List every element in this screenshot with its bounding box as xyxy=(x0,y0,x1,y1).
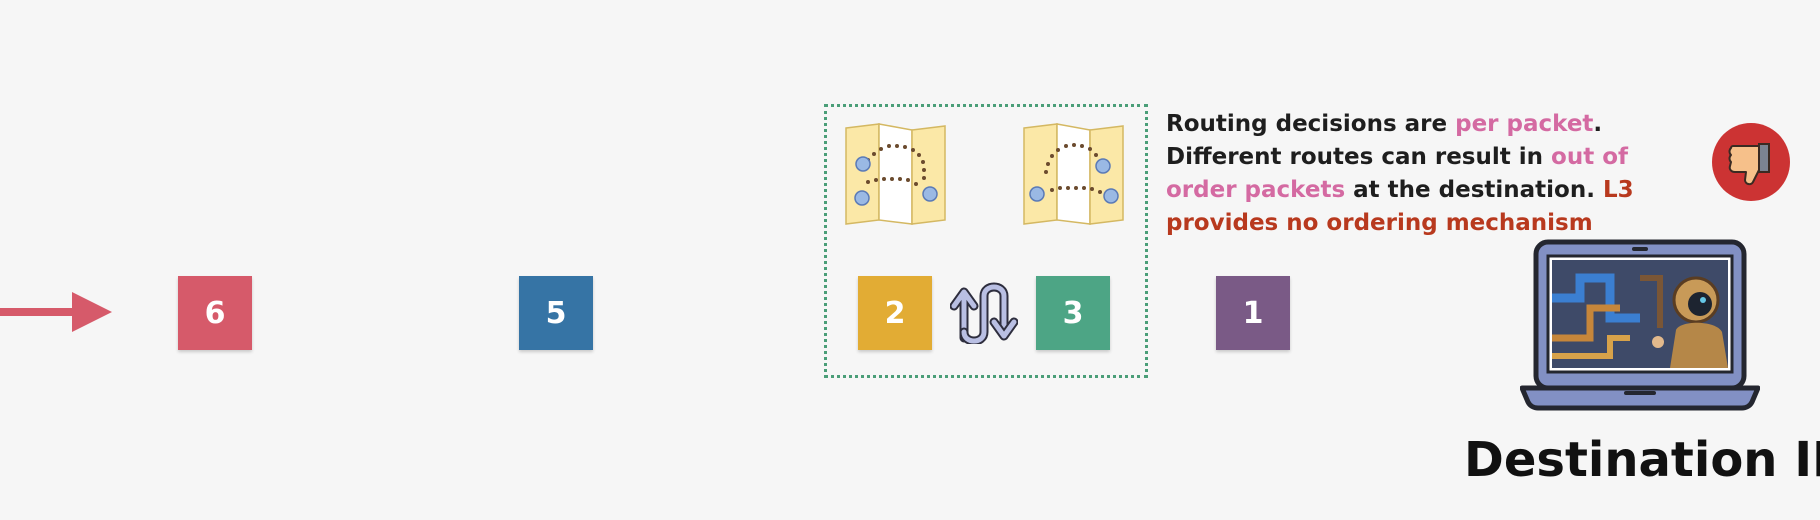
packet-label: 2 xyxy=(884,295,906,331)
routing-group-box xyxy=(824,104,1148,378)
packet-3: 3 xyxy=(1036,276,1110,350)
packet-2: 2 xyxy=(858,276,932,350)
swap-arrows-icon xyxy=(950,282,1018,344)
packet-label: 3 xyxy=(1062,295,1084,331)
destination-ip-label: Destination IP xyxy=(1464,432,1820,488)
map-icon xyxy=(845,123,946,225)
packet-label: 6 xyxy=(204,295,226,331)
packet-6: 6 xyxy=(178,276,252,350)
thumbs-down-icon xyxy=(1712,123,1790,201)
packet-5: 5 xyxy=(519,276,593,350)
desc-text-2: . Different routes can result in xyxy=(1166,111,1603,170)
laptop-icon xyxy=(1520,239,1760,411)
packet-1: 1 xyxy=(1216,276,1290,350)
routing-description: Routing decisions are per packet. Differ… xyxy=(1166,108,1696,240)
map-icon xyxy=(1023,123,1124,225)
desc-text-3: at the destination. xyxy=(1345,177,1603,203)
incoming-arrow-icon xyxy=(0,292,112,332)
packet-label: 5 xyxy=(545,295,567,331)
desc-highlight-per-packet: per packet xyxy=(1455,111,1594,137)
desc-highlight-out-of-order: out of order packets xyxy=(1166,144,1629,203)
desc-text-1: Routing decisions are xyxy=(1166,111,1456,137)
packet-label: 1 xyxy=(1242,295,1264,331)
desc-highlight-no-ordering: L3 provides no ordering mechanism xyxy=(1166,177,1634,236)
